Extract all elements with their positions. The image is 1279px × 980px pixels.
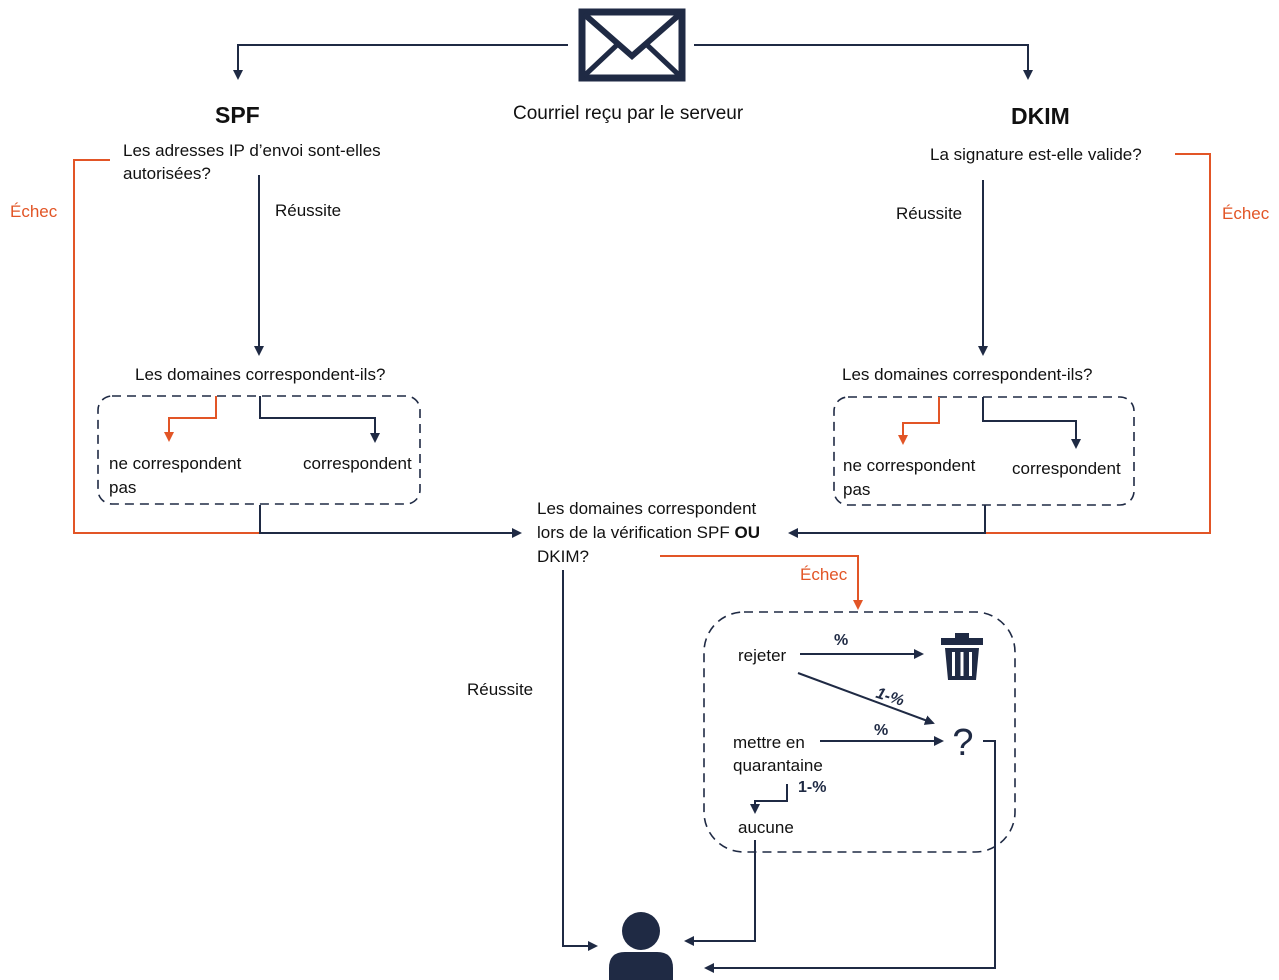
spf-alignment-box (97, 395, 421, 505)
arrow-to-dkim (694, 44, 1033, 80)
dkim-question: La signature est-elle valide? (930, 145, 1142, 164)
dmarc-question-line1: Les domaines correspondent (537, 499, 757, 518)
dkim-to-dmarc-arrow (788, 505, 986, 538)
question-mark-icon: ? (952, 722, 973, 764)
trash-icon (941, 633, 983, 680)
policy-box (703, 611, 1016, 853)
spf-match-label: correspondent (303, 454, 412, 473)
spf-fail-label: Échec (10, 202, 58, 221)
dkim-fail-line (985, 153, 1211, 534)
policy-quarantine-line1: mettre en (733, 733, 805, 752)
dkim-match-label: correspondent (1012, 459, 1121, 478)
dkim-title: DKIM (1011, 103, 1070, 129)
dmarc-question-line2-text: lors de la vérification SPF (537, 523, 735, 542)
dmarc-question-line3: DKIM? (537, 547, 589, 566)
dkim-no-match-arrow (898, 397, 940, 445)
dmarc-question-line2: lors de la vérification SPF OU (537, 521, 760, 545)
dkim-no-match-line2: pas (843, 480, 871, 499)
spf-question-line1: Les adresses IP d’envoi sont-elles (123, 141, 381, 160)
spf-success-label: Réussite (275, 201, 342, 220)
spf-question-line2: autorisées? (123, 164, 211, 183)
quarantine-to-none-arrow (750, 784, 788, 814)
spf-no-match-line1: ne correspondent (109, 454, 242, 473)
reject-to-question-arrow (797, 672, 935, 725)
policy-reject-label: rejeter (738, 646, 787, 665)
dmarc-success-label: Réussite (467, 680, 534, 699)
quarantine-pct-label: % (874, 722, 889, 739)
policy-none-label: aucune (738, 818, 794, 837)
question-to-user-arrow (704, 740, 996, 973)
quarantine-rest-pct-label: 1-% (798, 779, 827, 796)
dmarc-or-keyword: OU (734, 523, 760, 542)
none-to-user-arrow (684, 840, 756, 946)
spf-no-match-arrow (164, 396, 217, 442)
spf-domains-question: Les domaines correspondent-ils? (135, 365, 386, 384)
top-caption: Courriel reçu par le serveur (513, 103, 744, 124)
dkim-no-match-line1: ne correspondent (843, 456, 976, 475)
dmarc-success-arrow (562, 570, 598, 951)
spf-match-arrow (259, 396, 380, 443)
dkim-domains-question: Les domaines correspondent-ils? (842, 365, 1093, 384)
dkim-success-label: Réussite (896, 204, 963, 223)
policy-quarantine-line2: quarantaine (733, 756, 823, 775)
dkim-fail-label: Échec (1222, 204, 1270, 223)
user-icon (609, 912, 673, 980)
envelope-icon (578, 8, 686, 82)
spf-fail-line (73, 159, 260, 534)
spf-title: SPF (215, 102, 260, 128)
dmarc-fail-label: Échec (800, 565, 848, 584)
spf-to-dmarc-arrow (259, 505, 522, 538)
arrow-to-spf (233, 44, 568, 80)
reject-pct-label: % (834, 632, 849, 649)
spf-no-match-line2: pas (109, 478, 137, 497)
dkim-match-arrow (982, 397, 1081, 449)
dmarc-fail-arrow (660, 555, 863, 610)
